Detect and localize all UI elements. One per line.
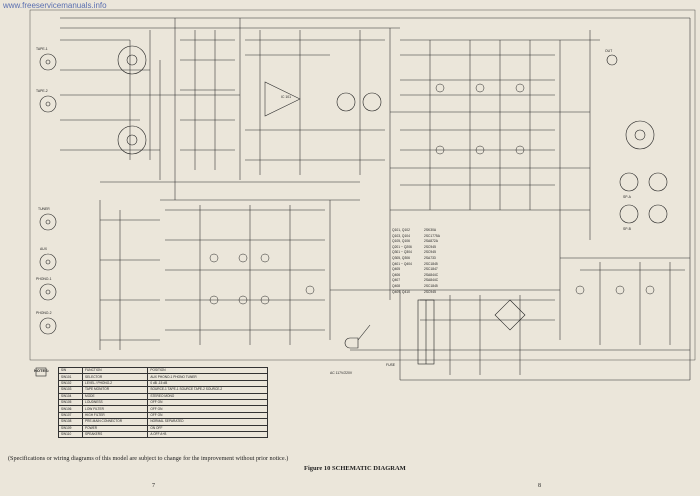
- figure-caption: Figure 10 SCHEMATIC DIAGRAM: [304, 465, 406, 472]
- label-aux: AUX: [40, 247, 48, 251]
- label-tape1: TAPE-1: [36, 47, 48, 51]
- label-phono1: PHONO-1: [36, 277, 52, 281]
- notes-title: NOTES:: [34, 368, 50, 373]
- label-out: OUT: [605, 49, 612, 53]
- label-tuner: TUNER: [38, 207, 50, 211]
- page-number-right: 8: [538, 483, 541, 489]
- label-ic: IC 101: [281, 95, 291, 99]
- notes-header-row: SW FUNCTION POSITION: [57, 366, 268, 375]
- specification-note: (Specifications or wiring diagrams of th…: [8, 455, 289, 462]
- label-power-cord: AC 117V/220V: [330, 371, 353, 375]
- label-phono2: PHONO-2: [36, 311, 52, 315]
- watermark: www.freeservicemanuals.info: [3, 1, 107, 10]
- label-tape2: TAPE-2: [36, 89, 48, 93]
- label-speakers-b: SP-B: [623, 227, 632, 231]
- page-number-left: 7: [152, 483, 155, 489]
- label-speakers-a: SP-A: [623, 195, 632, 199]
- label-fuse: FUSE: [386, 363, 396, 367]
